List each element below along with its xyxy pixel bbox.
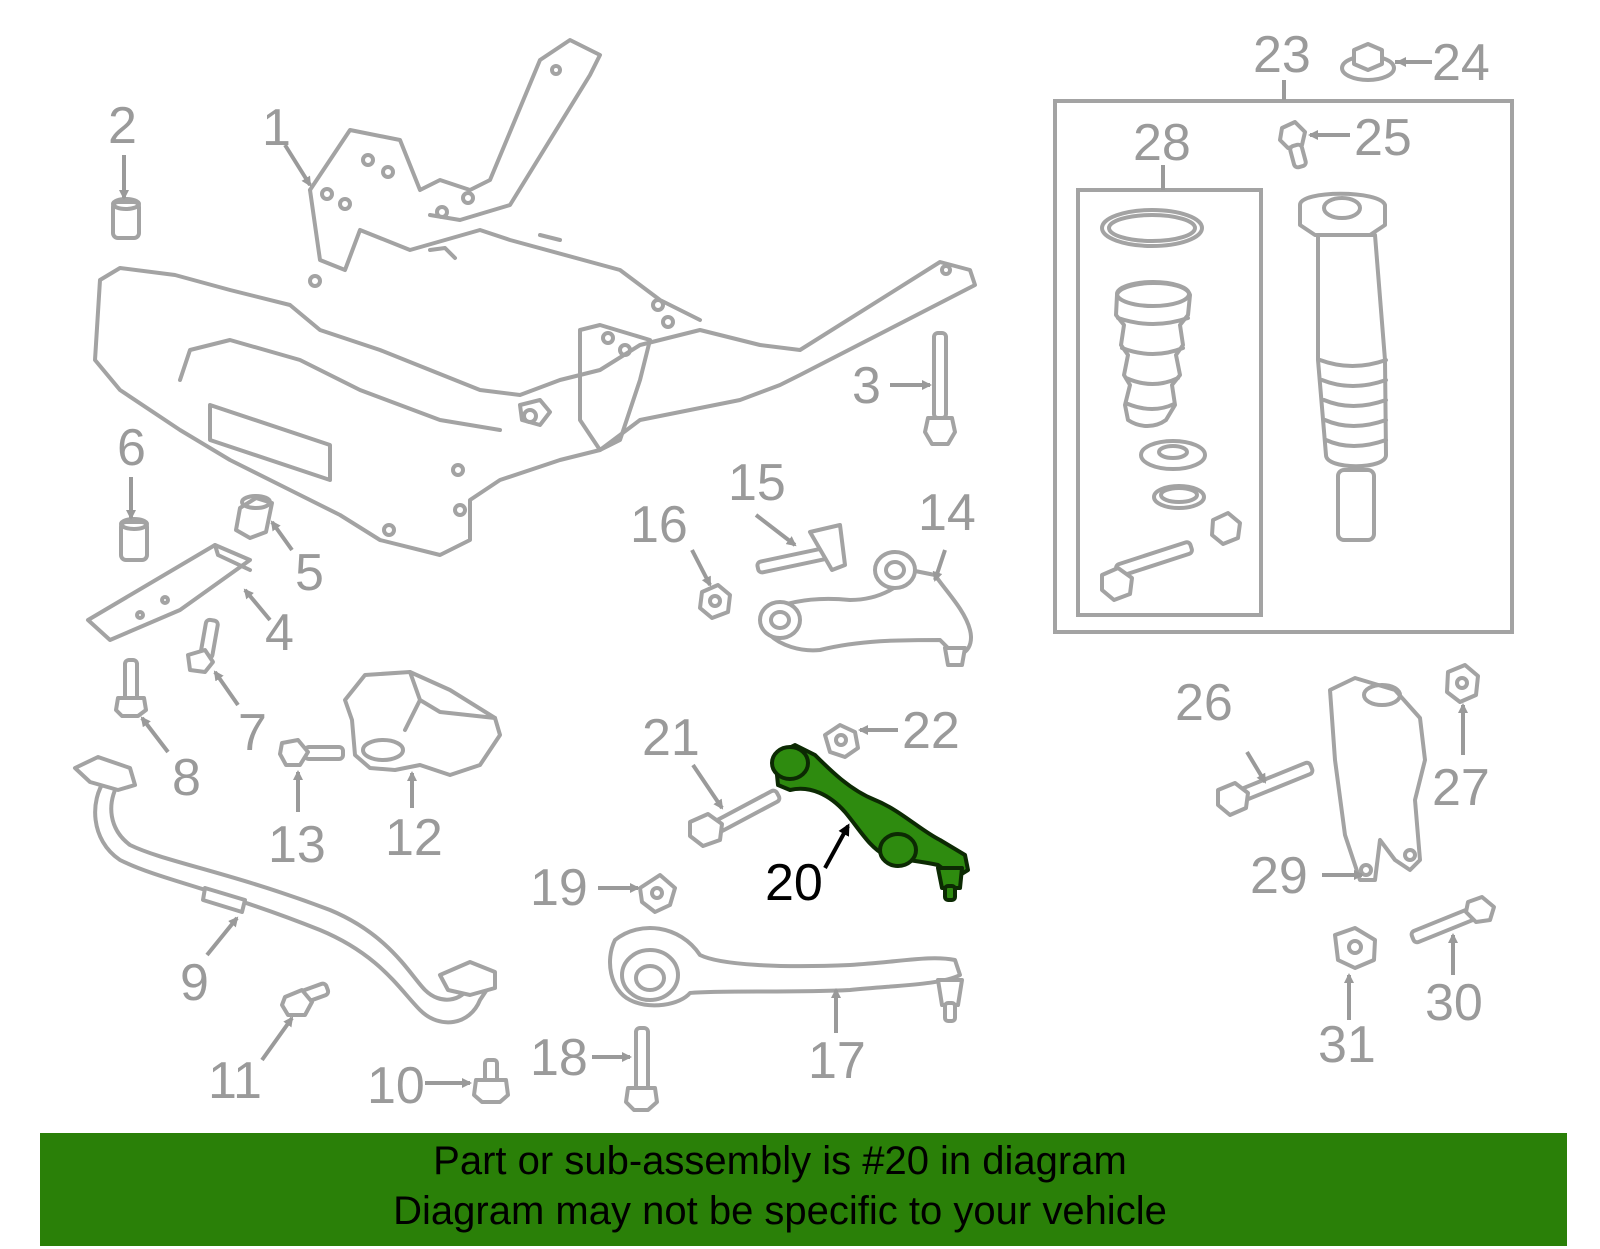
part-3-bolt <box>923 331 957 446</box>
part-25-bolt <box>1278 120 1308 170</box>
callout-22: 22 <box>902 702 960 760</box>
part-7-bolt <box>186 617 220 674</box>
callout-6: 6 <box>117 419 146 477</box>
callout-13: 13 <box>268 816 326 874</box>
banner-line-part: Part or sub-assembly is #20 in diagram <box>433 1139 1127 1183</box>
callout-23: 23 <box>1253 26 1311 84</box>
part-16-nut <box>698 583 732 620</box>
part-6-bushing <box>119 517 149 562</box>
callout-12: 12 <box>385 809 443 867</box>
part-9-stabilizer-bar <box>73 755 497 1025</box>
part-24-nut <box>1340 42 1396 82</box>
callout-8: 8 <box>172 749 201 807</box>
callout-10: 10 <box>367 1057 425 1115</box>
callout-20: 20 <box>765 854 823 912</box>
callout-28: 28 <box>1133 114 1191 172</box>
part-21-bolt <box>688 788 782 848</box>
callout-19: 19 <box>530 859 588 917</box>
part-28-kit-box <box>1076 188 1263 617</box>
callout-15: 15 <box>728 454 786 512</box>
part-29-knuckle <box>1328 676 1427 882</box>
callout-5: 5 <box>295 544 324 602</box>
part-10-nut <box>472 1058 510 1104</box>
callout-24: 24 <box>1432 34 1490 92</box>
callout-9: 9 <box>180 954 209 1012</box>
callout-30: 30 <box>1425 974 1483 1032</box>
callout-18: 18 <box>530 1029 588 1087</box>
part-18-bolt <box>624 1026 659 1112</box>
callout-16: 16 <box>630 496 688 554</box>
part-22-nut <box>823 723 860 759</box>
part-27-nut <box>1445 663 1480 704</box>
part-8-bolt <box>114 658 148 718</box>
callout-21: 21 <box>642 709 700 767</box>
callout-4: 4 <box>265 604 294 662</box>
part-19-bracket <box>638 873 677 914</box>
part-15-cam-bolt <box>755 523 847 575</box>
callout-labels: 1 2 3 4 5 6 7 8 9 10 11 12 13 14 15 16 1… <box>108 26 1490 1115</box>
part-12-mount <box>343 670 502 777</box>
callout-7: 7 <box>238 704 267 762</box>
callout-27: 27 <box>1432 759 1490 817</box>
part-5-bushing <box>234 494 274 540</box>
callout-3: 3 <box>852 357 881 415</box>
part-2-bushing <box>111 197 141 240</box>
air-strut <box>1298 191 1388 542</box>
part-28-kit <box>1100 208 1242 602</box>
info-banner: Part or sub-assembly is #20 in diagram D… <box>40 1133 1567 1246</box>
callout-29: 29 <box>1250 847 1308 905</box>
part-11-bolt <box>280 981 331 1017</box>
banner-line-disclaimer: Diagram may not be specific to your vehi… <box>393 1189 1167 1233</box>
part-17-lower-arm <box>608 926 964 1023</box>
callout-2: 2 <box>108 97 137 155</box>
callout-31: 31 <box>1318 1016 1376 1074</box>
callout-14: 14 <box>918 484 976 542</box>
callout-11: 11 <box>208 1052 262 1110</box>
part-31-nut <box>1333 926 1377 970</box>
callout-25: 25 <box>1354 109 1412 167</box>
part-13-bolt <box>278 738 345 767</box>
callout-26: 26 <box>1175 674 1233 732</box>
part-20-control-arm-highlighted[interactable] <box>770 743 970 902</box>
part-23-assembly-box <box>1053 99 1514 634</box>
part-30-bolt <box>1409 895 1496 945</box>
callout-17: 17 <box>808 1032 866 1090</box>
callout-1: 1 <box>262 99 291 157</box>
part-4-bracket <box>86 543 252 642</box>
part-26-bolt <box>1216 760 1315 817</box>
subframe <box>93 38 977 557</box>
callout-arrows <box>119 57 1468 1088</box>
part-14-upper-arm <box>758 550 973 667</box>
